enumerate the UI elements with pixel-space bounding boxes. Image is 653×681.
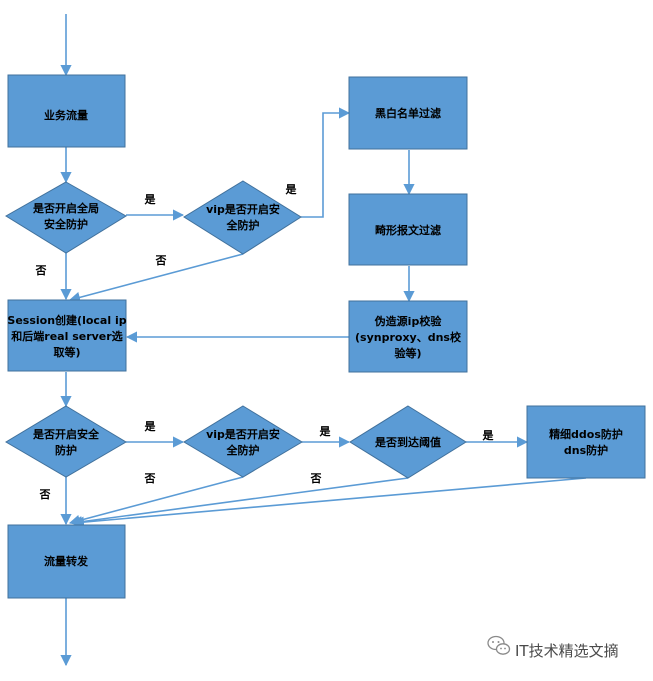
node-spoofed-source-check: 伪造源ip校验 (synproxy、dns校验等) [348, 300, 468, 373]
node-label-line: 黑白名单过滤 [375, 106, 441, 120]
node-vip-security-check-2: vip是否开启安全防护 [183, 405, 303, 478]
node-malformed-packet-filter-label: 畸形报文过滤 [375, 223, 441, 237]
node-label-line: 畸形报文过滤 [375, 223, 441, 237]
label-global-no: 否 [35, 264, 47, 277]
node-label-line: 是否开启安全 [32, 427, 100, 441]
edges [60, 14, 587, 667]
node-label-line: 防护 [55, 443, 77, 457]
node-malformed-packet-filter: 畸形报文过滤 [348, 193, 468, 266]
label-threshold-yes: 是 [482, 429, 495, 442]
node-spoofed-source-check-label: 伪造源ip校验 (synproxy、dns校验等) [355, 314, 462, 360]
label-security-no: 否 [39, 488, 51, 501]
wechat-icon [487, 635, 511, 655]
edge-vip1-yes [301, 107, 351, 218]
node-threshold-check: 是否到达阈值 [349, 405, 467, 479]
watermark: IT技术精选文摘 [487, 635, 619, 660]
node-label-line: 业务流量 [44, 108, 88, 122]
node-session-create-label: Session创建(local ip 和后端real server选取等) [7, 313, 126, 359]
node-label-line: 是否到达阈值 [374, 435, 441, 449]
node-label-line: vip是否开启安 [206, 202, 280, 216]
node-label-line: Session创建(local ip [7, 313, 126, 327]
node-global-security-check: 是否开启全局安全防护 [5, 181, 127, 254]
node-label-line: 和后端real server选 [11, 329, 122, 343]
label-vip2-yes: 是 [319, 425, 332, 438]
node-business-traffic-label: 业务流量 [44, 108, 88, 122]
node-global-security-check-label: 是否开启全局安全防护 [32, 201, 99, 231]
node-security-check-label: 是否开启安全防护 [32, 427, 100, 457]
node-threshold-check-label: 是否到达阈值 [374, 435, 441, 449]
node-label-line: 全防护 [226, 218, 260, 232]
label-vip1-no: 否 [155, 254, 167, 267]
node-vip-security-check-1: vip是否开启安全防护 [183, 180, 302, 255]
node-security-check: 是否开启安全防护 [5, 405, 127, 478]
node-session-create: Session创建(local ip 和后端real server选取等) [7, 299, 127, 372]
node-label-line: 精细ddos防护 [549, 427, 623, 441]
edge-threshold-no [70, 477, 409, 528]
node-business-traffic: 业务流量 [7, 74, 126, 148]
node-label-line: 安全防护 [44, 217, 88, 231]
node-label-line: 伪造源ip校验 [374, 314, 443, 328]
node-label-line: 验等) [394, 346, 421, 360]
node-ddos-protection-label: 精细ddos防护 dns防护 [549, 427, 623, 457]
node-label-line: 取等) [53, 345, 80, 359]
node-traffic-forward: 流量转发 [7, 524, 126, 599]
node-label-line: vip是否开启安 [206, 427, 280, 441]
node-label-line: 是否开启全局 [32, 201, 99, 215]
node-label-line: 流量转发 [44, 554, 89, 568]
node-traffic-forward-label: 流量转发 [44, 554, 89, 568]
label-threshold-no: 否 [310, 472, 322, 485]
edge-labels: 是 否 是 否 是 否 是 否 否 是 [35, 183, 495, 501]
label-vip1-yes: 是 [285, 183, 298, 196]
edge-vip1-no [68, 253, 244, 303]
node-vip-security-check-1-label: vip是否开启安全防护 [206, 202, 280, 232]
label-global-yes: 是 [144, 193, 157, 206]
node-label-line: 全防护 [226, 443, 260, 457]
node-ddos-protection: 精细ddos防护 dns防护 [526, 405, 646, 479]
node-vip-security-check-2-label: vip是否开启安全防护 [206, 427, 280, 457]
node-label-line: (synproxy、dns校 [355, 330, 462, 344]
watermark-text: IT技术精选文摘 [515, 642, 619, 660]
edge-vip2-no [68, 476, 244, 526]
label-vip2-no: 否 [144, 472, 156, 485]
node-label-line: dns防护 [564, 443, 608, 457]
node-blacklist-filter: 黑白名单过滤 [348, 76, 468, 150]
label-security-yes: 是 [144, 420, 157, 433]
node-blacklist-filter-label: 黑白名单过滤 [375, 106, 441, 120]
edge-ddos-to-forward [72, 477, 587, 528]
